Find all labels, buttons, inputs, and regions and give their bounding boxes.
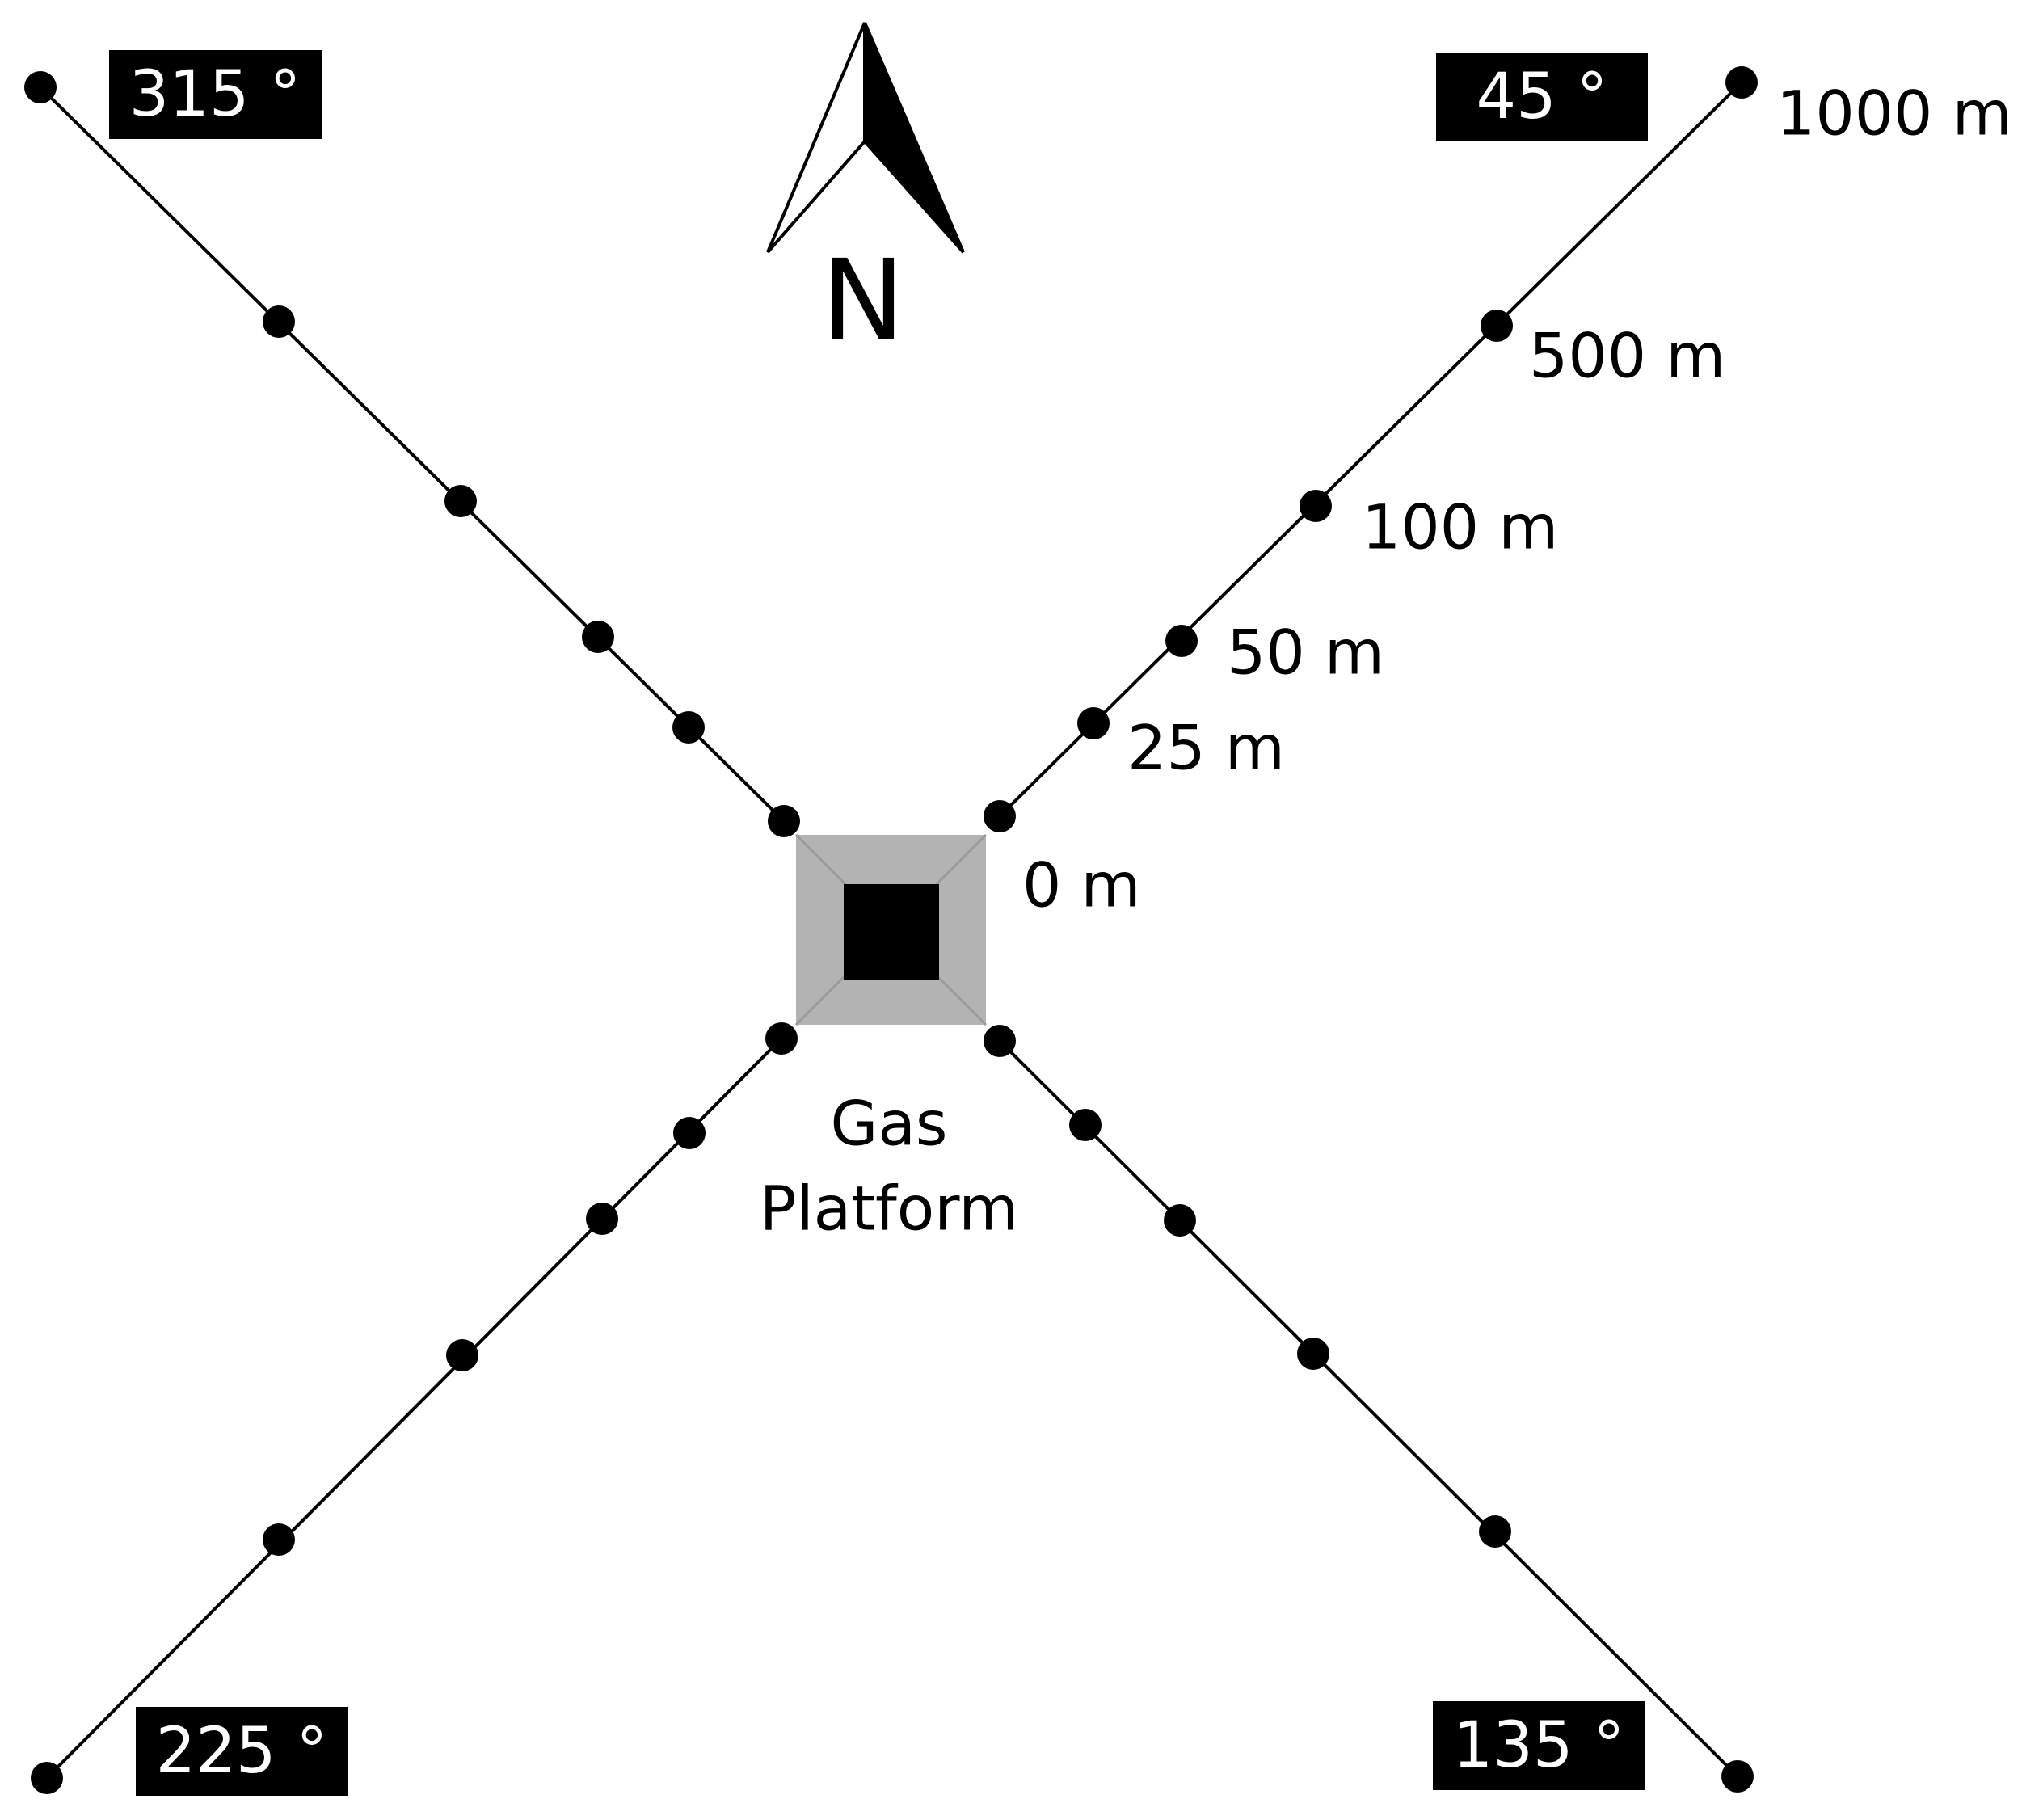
bearing-label-box <box>136 1707 348 1796</box>
distance-label-0m: 0 m <box>1022 849 1141 921</box>
station-marker <box>1165 625 1198 657</box>
bearing-label-135: 135 ° <box>1433 1701 1645 1790</box>
bearing-label-text: 45 ° <box>1476 61 1607 133</box>
station-marker <box>1069 1109 1102 1141</box>
distance-label-25m: 25 m <box>1127 712 1285 784</box>
bearing-label-text: 225 ° <box>156 1715 328 1788</box>
station-marker <box>582 621 614 653</box>
transect-line-315 <box>39 86 786 823</box>
station-marker <box>1297 1338 1329 1370</box>
station-marker <box>1721 1760 1754 1793</box>
platform-label-line1: Gas <box>830 1088 947 1160</box>
distance-label-50m: 50 m <box>1227 617 1384 689</box>
stations-225 <box>31 1022 798 1794</box>
station-marker <box>31 1762 63 1794</box>
bearing-label-225: 225 ° <box>136 1707 348 1796</box>
bearing-label-box <box>1433 1701 1645 1790</box>
platform-inner-square <box>844 884 939 980</box>
station-marker <box>586 1203 618 1235</box>
station-marker <box>984 1025 1016 1057</box>
bearing-label-box <box>1436 53 1648 141</box>
transect-line-45 <box>998 81 1743 818</box>
station-marker <box>24 71 57 103</box>
station-marker <box>263 1523 295 1556</box>
station-marker <box>1077 707 1110 739</box>
platform-label-line2: Platform <box>760 1173 1019 1245</box>
station-marker <box>1164 1204 1196 1237</box>
station-marker <box>768 805 800 837</box>
station-marker <box>673 1117 706 1149</box>
distance-label-1000m: 1000 m <box>1776 78 2012 150</box>
stations-135 <box>984 1025 1754 1793</box>
station-marker <box>1479 1515 1511 1548</box>
gas-platform <box>794 833 988 1026</box>
station-marker <box>1481 310 1513 342</box>
bearing-label-text: 135 ° <box>1453 1709 1625 1782</box>
station-marker <box>984 800 1016 832</box>
distance-label-500m: 500 m <box>1529 320 1725 392</box>
north-label: N <box>821 236 904 366</box>
distance-label-100m: 100 m <box>1362 491 1558 563</box>
station-marker <box>1725 66 1758 99</box>
bearing-label-box <box>109 50 322 139</box>
bearing-label-text: 315 ° <box>129 58 301 131</box>
station-marker <box>672 711 705 744</box>
station-marker <box>765 1022 798 1055</box>
transect-line-135 <box>998 1039 1739 1778</box>
station-marker <box>444 485 477 517</box>
transect-line-225 <box>45 1037 783 1780</box>
bearing-label-45: 45 ° <box>1436 53 1648 141</box>
north-arrow: N <box>766 22 965 366</box>
station-marker <box>263 305 295 338</box>
north-arrow-left-half <box>766 22 866 254</box>
bearing-label-315: 315 ° <box>109 50 322 139</box>
station-marker <box>1300 490 1332 522</box>
north-arrow-right-half <box>863 22 965 254</box>
stations-315 <box>24 71 800 837</box>
station-marker <box>446 1339 478 1371</box>
stations-45 <box>984 66 1758 832</box>
